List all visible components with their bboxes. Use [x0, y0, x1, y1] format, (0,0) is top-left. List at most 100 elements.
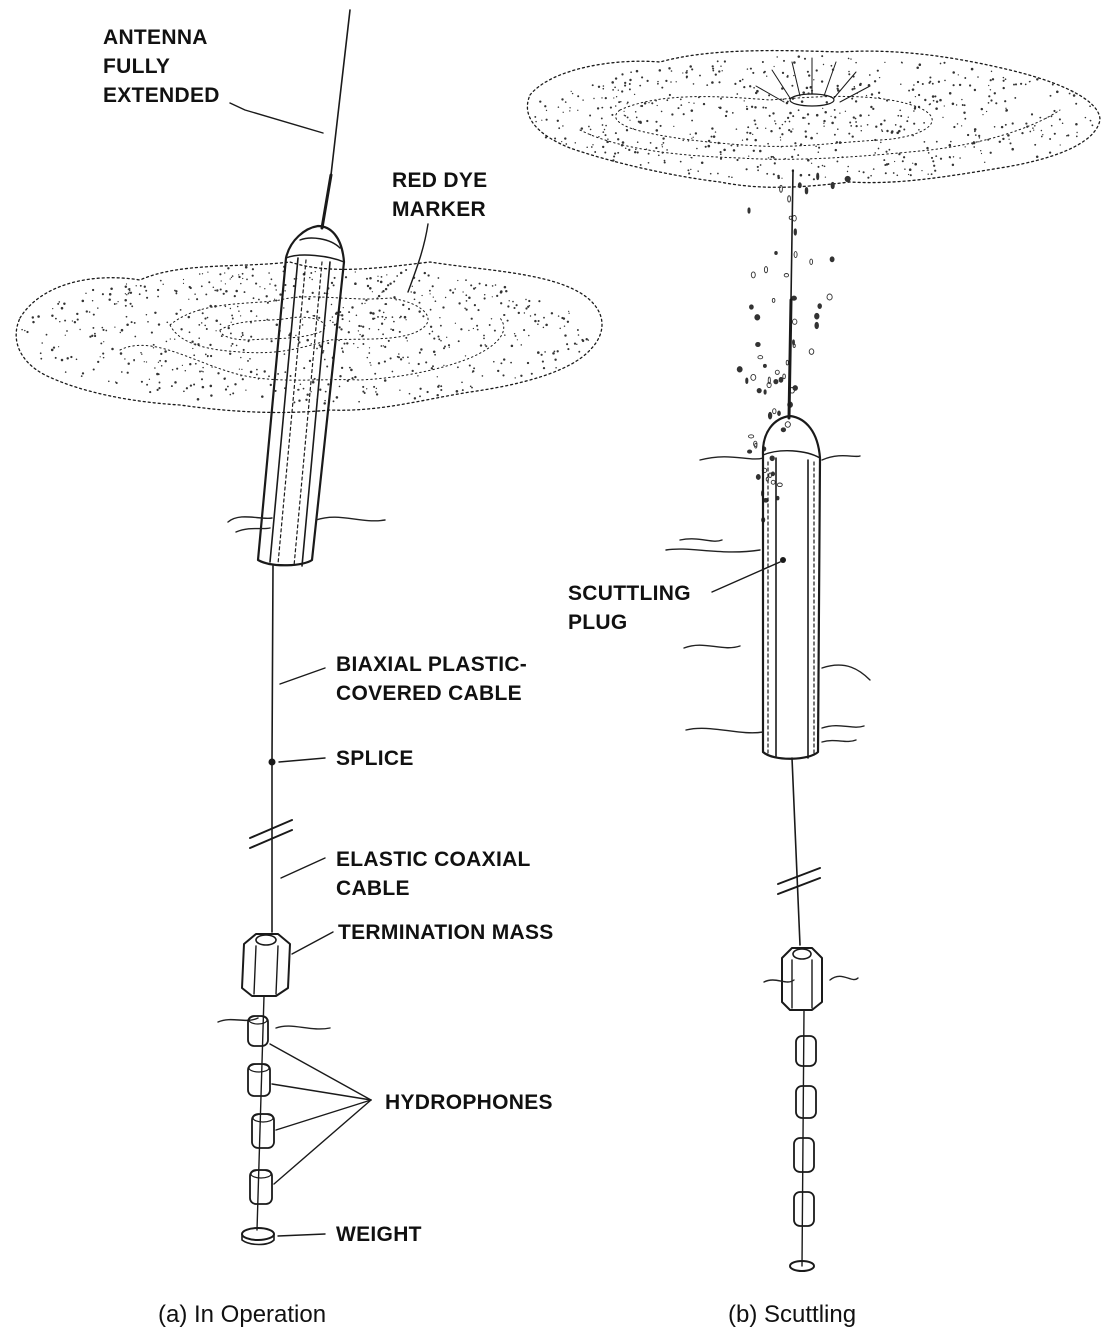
slick-dot	[755, 123, 757, 125]
slick-dot	[615, 105, 617, 107]
dye-dot	[462, 389, 464, 391]
bubble	[775, 370, 779, 374]
dye-dot	[373, 386, 375, 388]
dye-dot	[221, 335, 223, 337]
dye-dot	[430, 309, 432, 311]
slick-dot	[629, 88, 631, 90]
slick-dot	[658, 154, 660, 156]
slick-dot	[626, 103, 627, 104]
bubble	[809, 349, 814, 355]
slick-dot	[676, 81, 677, 82]
slick-dot	[693, 103, 694, 104]
bubble	[746, 378, 748, 384]
slick-dot	[728, 176, 730, 178]
dye-dot	[129, 291, 130, 292]
dye-dot	[102, 327, 104, 329]
dye-dot	[386, 274, 387, 275]
dye-dot	[209, 344, 211, 346]
dye-dot	[377, 276, 378, 277]
slick-dot	[688, 102, 689, 103]
slick-dot	[670, 81, 672, 83]
dye-dot	[485, 284, 487, 286]
slick-dot	[859, 114, 862, 117]
dye-dot	[250, 310, 252, 312]
slick-dot	[1056, 91, 1059, 94]
dye-dot	[238, 276, 240, 278]
slick-dot	[639, 85, 641, 87]
slick-dot	[823, 126, 824, 127]
slick-dot	[742, 140, 743, 141]
dye-dot	[32, 321, 34, 323]
slick-dot	[636, 117, 638, 119]
weight-label: WEIGHT	[336, 1223, 422, 1246]
dye-dot	[55, 318, 57, 320]
dye-dot	[141, 354, 142, 355]
slick-dot	[848, 58, 850, 60]
bubble	[831, 182, 834, 188]
slick-dot	[924, 141, 926, 143]
dye-dot	[393, 296, 395, 298]
slick-dot	[935, 107, 938, 110]
slick-dot	[815, 146, 817, 148]
slick-dot	[857, 93, 858, 94]
slick-dot	[1031, 113, 1033, 115]
dye-dot	[312, 381, 315, 384]
dye-dot	[309, 277, 311, 279]
dye-dot	[255, 283, 257, 285]
slick-dot	[965, 146, 966, 147]
slick-dot	[613, 97, 614, 98]
slick-dot	[693, 137, 694, 138]
slick-dot	[699, 75, 701, 77]
dye-dot	[86, 310, 88, 312]
dye-dot	[66, 330, 68, 332]
dye-dot	[306, 311, 308, 313]
slick-dot	[671, 113, 673, 115]
dye-dot	[158, 387, 160, 389]
dye-dot	[238, 310, 240, 312]
dye-dot	[393, 280, 395, 282]
slick-dot	[950, 141, 952, 143]
dye-dot	[530, 315, 531, 316]
dye-dot	[525, 307, 527, 309]
slick-dot	[648, 153, 650, 155]
slick-dot	[669, 94, 671, 96]
slick-dot	[1076, 132, 1077, 133]
slick-dot	[712, 65, 714, 67]
slick-dot	[981, 153, 982, 154]
dye-dot	[418, 280, 420, 282]
slick-dot	[602, 146, 604, 148]
rising-bubbles	[737, 173, 850, 522]
dye-dot	[225, 283, 226, 284]
dye-dot	[250, 336, 252, 338]
slick-dot	[664, 160, 666, 162]
dye-dot	[160, 353, 162, 355]
dye-dot	[396, 275, 398, 277]
dye-dot	[429, 333, 431, 335]
dye-dot	[381, 323, 383, 325]
dye-dot	[537, 323, 539, 325]
slick-dot	[554, 137, 556, 139]
slick-dot	[1075, 123, 1078, 126]
slick-dot	[1050, 95, 1052, 97]
slick-dot	[884, 164, 886, 166]
dye-dot	[309, 360, 311, 362]
dye-dot	[66, 357, 68, 359]
dye-dot	[444, 346, 446, 348]
dye-dot	[204, 318, 206, 320]
dye-dot	[493, 361, 495, 363]
slick-dot	[834, 116, 836, 118]
slick-dot	[637, 141, 639, 143]
slick-dot	[689, 65, 692, 68]
dye-dot	[274, 299, 275, 300]
dye-dot	[525, 299, 526, 300]
slick-dot	[792, 128, 793, 129]
buoy-hull-b	[763, 416, 820, 759]
slick-dot	[751, 106, 753, 108]
dye-dot	[201, 378, 203, 380]
dye-dot	[419, 395, 421, 397]
dye-dot	[299, 296, 301, 298]
dye-dot	[103, 341, 104, 342]
dye-dot	[515, 377, 516, 378]
dye-dot	[325, 391, 327, 393]
slick-dot	[756, 127, 758, 129]
